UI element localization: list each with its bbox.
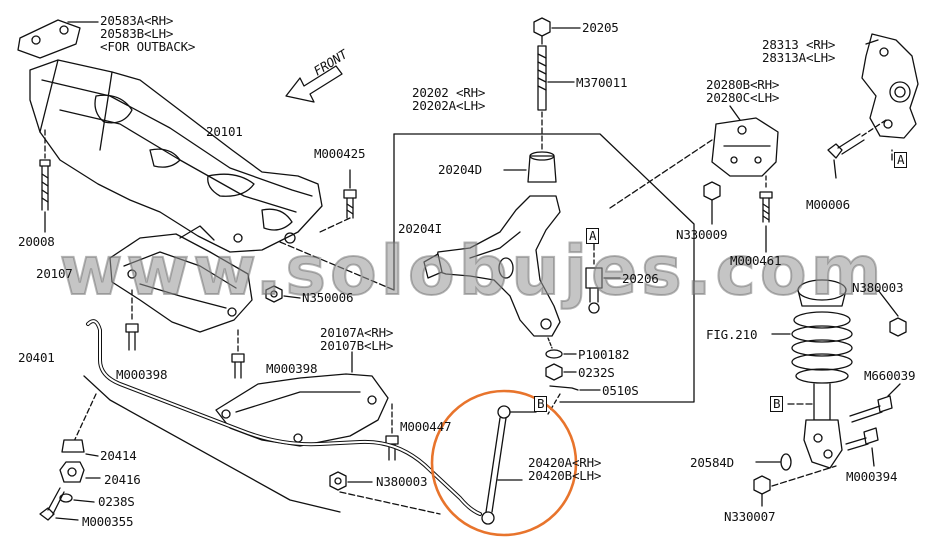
ref-a-lower-arm: A [586, 228, 600, 244]
bolt-m000355-part [39, 487, 79, 521]
steering-knuckle-part [861, 33, 919, 139]
label-20008: 20008 [18, 234, 55, 249]
label-n330007: N330007 [724, 509, 776, 524]
label-20401: 20401 [18, 350, 55, 365]
label-m370011: M370011 [576, 75, 628, 90]
bolt-m000447-part [385, 403, 399, 461]
washer-0238s-part [59, 493, 95, 503]
label-20107a: 20107A<RH> 20107B<LH> [320, 325, 394, 353]
label-0232s: 0232S [578, 365, 615, 380]
lower-arm-part [423, 195, 561, 337]
label-20205: 20205 [582, 20, 619, 35]
label-p100182: P100182 [578, 347, 630, 362]
nut-n380003-b-part [877, 289, 907, 337]
label-n350006: N350006 [302, 290, 354, 305]
label-m000398-b: M000398 [266, 361, 318, 376]
label-m00006: M00006 [806, 197, 850, 212]
bolt-m000461-part [759, 175, 773, 253]
bolt-m000394-part [845, 427, 879, 467]
label-20202: 20202 <RH> 20202A<LH> [412, 85, 486, 113]
washer-p100182-part [545, 337, 577, 359]
bolt-20008-part [39, 129, 51, 233]
label-n380003-a: N380003 [376, 474, 428, 489]
bracket-20416-part [59, 461, 101, 483]
label-n330009: N330009 [676, 227, 728, 242]
label-n380003-b: N380003 [852, 280, 904, 295]
label-20420: 20420A<RH> 20420B<LH> [528, 455, 602, 483]
label-m000398-a: M000398 [116, 367, 168, 382]
nut-0232s-part [545, 363, 577, 381]
bushing-20414-part [61, 439, 99, 457]
nut-n330009-part [703, 181, 721, 225]
stabilizer-bar-part [69, 319, 482, 516]
label-m000394: M000394 [846, 469, 898, 484]
outback-bracket-part [17, 19, 99, 59]
lower-arm-box-outline [279, 133, 695, 403]
ref-b-link: B [534, 396, 548, 412]
label-m660039: M660039 [864, 368, 916, 383]
ball-joint-20206-part [585, 245, 621, 314]
nut-n350006-part [265, 285, 301, 303]
bolt-m660039-part [849, 383, 901, 423]
stud-m370011-part [537, 35, 575, 151]
label-m000425: M000425 [314, 146, 366, 161]
bolt-m000398-a-part [125, 289, 139, 351]
bolt-m000398-b-part [231, 329, 245, 379]
label-m000355: M000355 [82, 514, 134, 529]
label-fig210: FIG.210 [706, 327, 758, 342]
label-20101: 20101 [206, 124, 243, 139]
bolt-m00006-part [827, 119, 887, 179]
nut-20205-part [533, 17, 581, 37]
highlight-circle [430, 389, 578, 537]
label-20107: 20107 [36, 266, 73, 281]
pin-0510s-part [547, 385, 601, 415]
bracket-20280-part [609, 105, 779, 209]
label-20416: 20416 [104, 472, 141, 487]
bushing-20204d-part [503, 151, 557, 183]
label-20583: 20583A<RH> 20583B<LH> <FOR OUTBACK> [100, 13, 196, 54]
ref-b-strut: B [770, 396, 784, 412]
bolt-m000425-part [319, 169, 357, 233]
stabilizer-link-part [481, 405, 537, 525]
label-20206: 20206 [622, 271, 659, 286]
label-m000447: M000447 [400, 419, 452, 434]
under-cover-20107-part [109, 225, 253, 333]
strut-assembly-part [771, 279, 853, 469]
nut-n330007-part [753, 465, 837, 507]
washer-20584d-part [755, 453, 792, 471]
label-20584d: 20584D [690, 455, 734, 470]
front-crossmember-part [29, 59, 323, 253]
nut-n380003-a-part [329, 471, 441, 515]
front-direction-arrow [285, 65, 343, 103]
label-0510s: 0510S [602, 383, 639, 398]
label-20280: 20280B<RH> 20280C<LH> [706, 77, 780, 105]
label-0238s: 0238S [98, 494, 135, 509]
label-20204i: 20204I [398, 221, 442, 236]
label-m000461: M000461 [730, 253, 782, 268]
label-28313: 28313 <RH> 28313A<LH> [762, 37, 836, 65]
ref-a-knuckle: A [894, 152, 908, 168]
label-20414: 20414 [100, 448, 137, 463]
label-20204d: 20204D [438, 162, 482, 177]
